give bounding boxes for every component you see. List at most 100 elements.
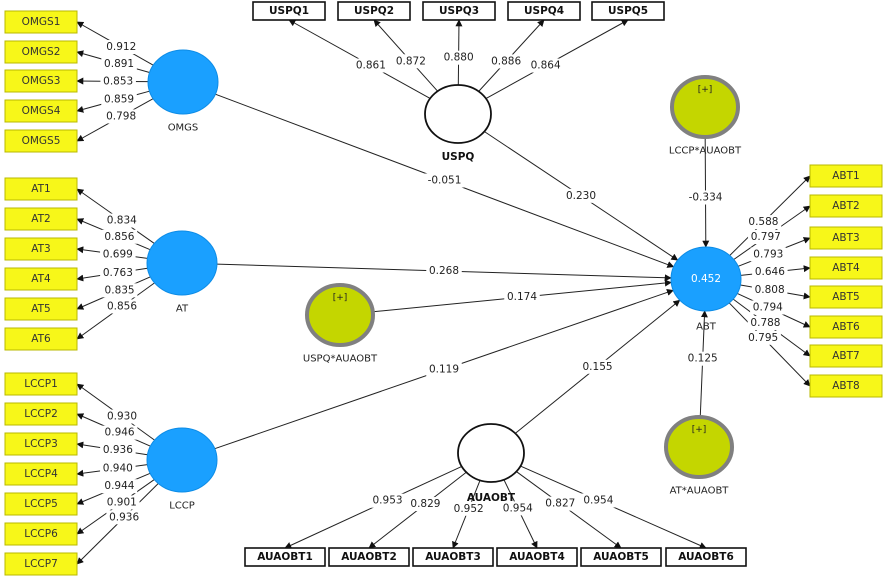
indicator-label: LCCP4 [24, 468, 58, 480]
indicator-box[interactable] [4, 177, 78, 201]
loading-label-bg [101, 479, 138, 494]
loading-label-bg [542, 496, 579, 511]
indicator-box[interactable] [809, 164, 883, 188]
loading-label-bg [488, 54, 524, 69]
indicator-label: LCCP6 [24, 528, 58, 540]
interaction-marker: [+] [692, 425, 707, 435]
loading-label: 0.798 [106, 110, 136, 122]
loading-label: 0.912 [106, 41, 136, 53]
construct-name: USPQ*AUAOBT [303, 354, 378, 365]
path-coefficient-bg [684, 190, 727, 205]
loading-label: 0.829 [410, 498, 440, 510]
indicator-box[interactable] [809, 285, 883, 309]
indicator-box[interactable] [4, 129, 78, 153]
indicator-label: AT4 [31, 273, 51, 285]
latent-abt[interactable] [670, 246, 742, 312]
latent-uspq[interactable] [424, 84, 492, 144]
loading-label: 0.827 [545, 498, 575, 510]
indicator-box[interactable] [244, 547, 326, 567]
indicator-label: AT1 [31, 183, 50, 195]
indicator-box[interactable] [4, 462, 78, 486]
indicator-box[interactable] [4, 492, 78, 516]
indicator-box[interactable] [4, 552, 78, 576]
loading-label: 0.763 [103, 267, 133, 279]
indicator-box[interactable] [4, 99, 78, 123]
indicator-box[interactable] [328, 547, 410, 567]
construct-name: LCCP [169, 501, 195, 512]
indicator-box[interactable] [4, 207, 78, 231]
latent-uspq_mod[interactable] [305, 283, 375, 347]
indicator-box[interactable] [412, 547, 494, 567]
loading-label: 0.953 [373, 495, 403, 507]
indicator-box[interactable] [4, 372, 78, 396]
loading-label: 0.856 [107, 300, 137, 312]
indicator-box[interactable] [665, 547, 747, 567]
indicator-box[interactable] [4, 237, 78, 261]
loading-label-bg [101, 283, 138, 298]
loading-label-bg [103, 109, 139, 124]
loading-label: 0.944 [104, 480, 134, 492]
indicator-box[interactable] [252, 1, 326, 21]
indicator-box[interactable] [4, 402, 78, 426]
loading-label: 0.886 [491, 55, 521, 67]
loading-label: 0.936 [103, 444, 133, 456]
loading-label-bg [103, 40, 139, 55]
indicator-box[interactable] [809, 226, 883, 250]
latent-auaobt[interactable] [457, 423, 525, 483]
indicator-label: ABT5 [832, 291, 859, 303]
loading-label-bg [500, 501, 536, 516]
loading-label: 0.864 [531, 60, 561, 72]
indicator-label: LCCP3 [24, 438, 58, 450]
indicator-box[interactable] [4, 327, 78, 351]
latent-lccp[interactable] [146, 427, 218, 493]
loading-label-bg [750, 300, 786, 315]
indicator-box[interactable] [337, 1, 411, 21]
r-squared-value: 0.452 [691, 273, 721, 285]
latent-at[interactable] [146, 230, 218, 296]
latent-lccp_mod[interactable] [670, 75, 740, 139]
loading-label-bg [752, 265, 788, 280]
path-coefficient-bg [423, 173, 466, 188]
indicator-box[interactable] [4, 297, 78, 321]
indicator-label: AT6 [31, 333, 51, 345]
indicator-box[interactable] [809, 256, 883, 280]
indicator-box[interactable] [809, 374, 883, 398]
indicator-box[interactable] [4, 69, 78, 93]
indicator-box[interactable] [4, 10, 78, 34]
indicator-box[interactable] [809, 194, 883, 218]
loading-label-bg [750, 247, 787, 262]
indicator-label: OMGS2 [22, 46, 61, 58]
indicator-label: USPQ5 [608, 5, 648, 17]
indicator-box[interactable] [4, 432, 78, 456]
loading-label: 0.880 [444, 52, 474, 64]
interaction-marker: [+] [333, 293, 348, 303]
indicator-label: OMGS1 [22, 16, 61, 28]
loading-label-bg [104, 495, 140, 510]
indicator-box[interactable] [4, 267, 78, 291]
indicator-box[interactable] [4, 40, 78, 64]
indicator-label: ABT1 [832, 170, 859, 182]
indicator-label: AT5 [31, 303, 50, 315]
construct-name: LCCP*AUAOBT [669, 146, 742, 157]
indicator-box[interactable] [809, 315, 883, 339]
indicator-box[interactable] [496, 547, 578, 567]
loading-label-bg [101, 56, 137, 71]
indicator-box[interactable] [809, 344, 883, 368]
loading-label-bg [104, 299, 140, 314]
latent-at_mod[interactable] [664, 415, 734, 479]
loading-label: 0.856 [104, 231, 134, 243]
loading-label-bg [100, 265, 136, 280]
construct-name: AT [176, 304, 189, 315]
indicator-box[interactable] [591, 1, 665, 21]
indicator-box[interactable] [507, 1, 581, 21]
indicator-box[interactable] [580, 547, 662, 567]
indicator-box[interactable] [4, 522, 78, 546]
path-coefficient: 0.119 [429, 364, 459, 376]
latent-omgs[interactable] [147, 49, 219, 115]
loading-label: 0.952 [454, 503, 484, 515]
loading-label: 0.835 [105, 284, 135, 296]
indicator-box[interactable] [422, 1, 496, 21]
indicator-label: AUAOBT3 [425, 551, 481, 563]
